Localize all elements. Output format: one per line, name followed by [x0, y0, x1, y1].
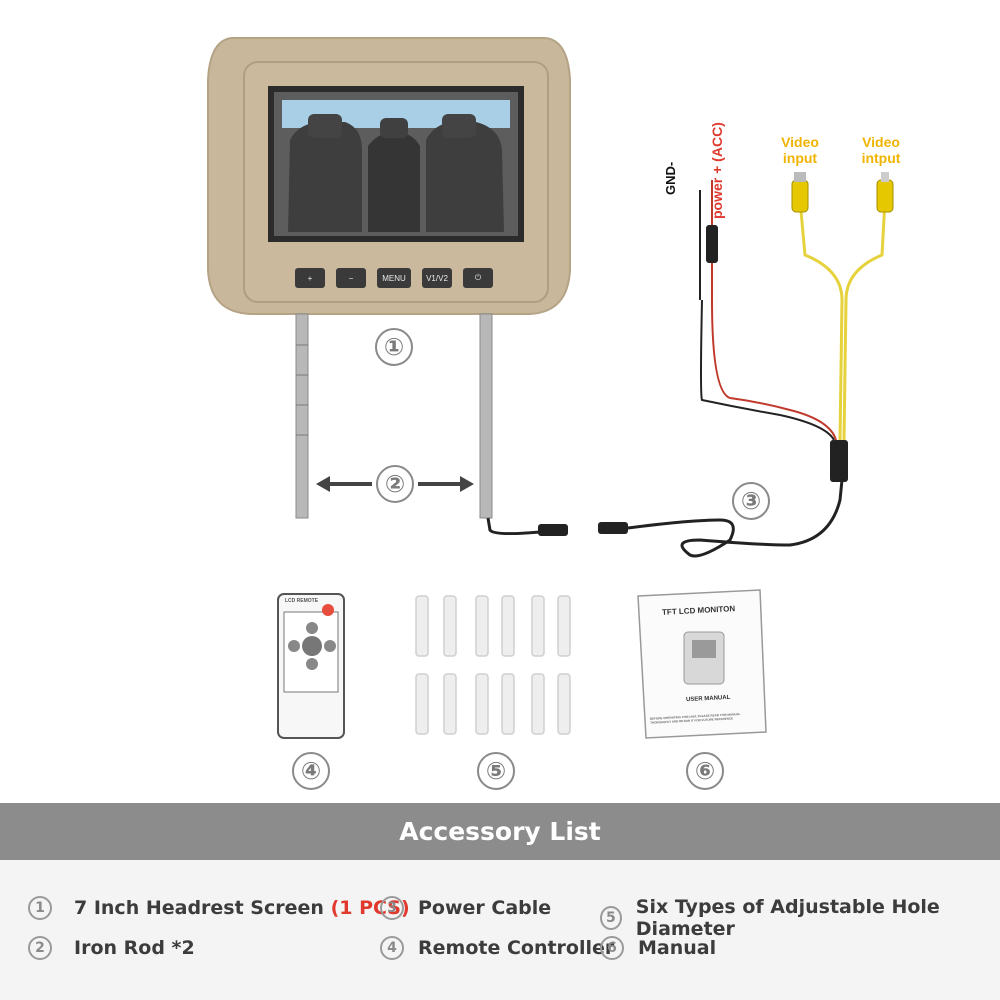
- item-text: Manual: [638, 937, 717, 959]
- accessory-list-title: Accessory List: [399, 817, 601, 846]
- accessory-list: 1 7 Inch Headrest Screen (1 PCS) 2 Iron …: [0, 860, 1000, 1000]
- remote-controller: [277, 593, 345, 739]
- product-illustration: + − MENU V1/V2 ⏻ GND- power + (ACC) Vide…: [207, 37, 901, 790]
- accessory-item-6: 6 Manual: [600, 936, 716, 960]
- callout-3: ③: [732, 482, 770, 520]
- callout-5: ⑤: [477, 752, 515, 790]
- accessory-item-3: 3 Power Cable: [380, 896, 551, 920]
- iron-rods: [295, 313, 493, 519]
- item-text: Power Cable: [418, 897, 552, 919]
- user-manual: [637, 589, 767, 739]
- item-number: 3: [380, 896, 404, 920]
- item-number: 1: [28, 896, 52, 920]
- screen-v1v2-button: V1/V2: [422, 268, 452, 288]
- item-number: 2: [28, 936, 52, 960]
- accessory-item-2: 2 Iron Rod *2: [28, 936, 195, 960]
- item-text: Remote Controller: [418, 937, 615, 959]
- callout-2: ②: [376, 465, 414, 503]
- accessory-item-5: 5 Six Types of Adjustable Hole Diameter: [600, 896, 1000, 940]
- headrest-screen: [207, 37, 571, 315]
- gnd-label: GND-: [663, 161, 678, 195]
- accessory-item-1: 1 7 Inch Headrest Screen (1 PCS): [28, 896, 410, 920]
- hole-diameter-adapters: [415, 595, 571, 735]
- remote-label: LCD REMOTE: [285, 598, 319, 604]
- video-input-label-2: Video intput: [861, 134, 901, 166]
- item-text: Iron Rod *2: [74, 937, 195, 959]
- callout-6: ⑥: [686, 752, 724, 790]
- video-input-label-1: Video input: [781, 134, 819, 166]
- power-cable: [486, 180, 887, 558]
- power-label: power + (ACC): [709, 122, 725, 219]
- screen-plus-button: +: [295, 268, 325, 288]
- screen-menu-button: MENU: [377, 268, 411, 288]
- product-drawing: [207, 37, 894, 739]
- item-number: 5: [600, 906, 622, 930]
- item-text: 7 Inch Headrest Screen: [74, 897, 324, 919]
- accessory-item-4: 4 Remote Controller: [380, 936, 614, 960]
- item-text: Six Types of Adjustable Hole Diameter: [635, 896, 940, 940]
- item-number: 4: [380, 936, 404, 960]
- screen-power-button: ⏻: [463, 268, 493, 288]
- callout-1: ①: [375, 328, 413, 366]
- screen-minus-button: −: [336, 268, 366, 288]
- rca-connectors: [791, 172, 894, 213]
- callout-4: ④: [292, 752, 330, 790]
- accessory-list-header: Accessory List: [0, 803, 1000, 860]
- item-number: 6: [600, 936, 624, 960]
